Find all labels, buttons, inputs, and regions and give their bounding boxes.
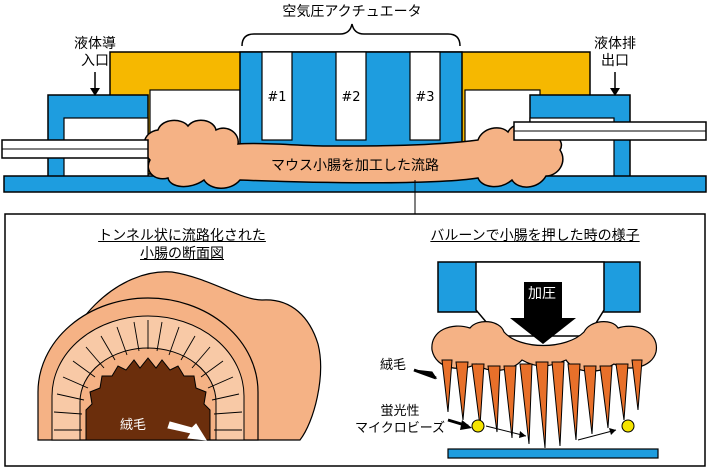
left-panel-title-line-1: トンネル状に流路化された [98,228,266,244]
outlet-arrow-head [610,88,620,96]
chamber-label-3: #3 [415,90,435,105]
right-villi-label: 絨毛 [380,358,407,373]
bead-motion-arrow-2 [577,429,617,441]
beads-label-line-2: マイクロビーズ [354,421,446,436]
balloon-press-diagram [413,261,659,459]
inlet-arrow-head [90,88,100,96]
lower-plate [447,448,659,459]
villi-fingers [441,359,643,449]
left-panel-title-line-2: 小腸の断面図 [140,246,224,262]
outlet-label-line-1: 液体排 [594,36,636,52]
actuator-brace [241,23,461,47]
bead-motion-arrow-1-head [519,431,526,438]
villi-pointer-arrow [167,421,207,441]
pressure-label: 加圧 [528,286,556,302]
bead-motion-arrow-2-head [609,428,616,435]
outlet-label-line-2: 出口 [601,53,629,69]
chamber-1 [261,51,293,141]
actuator-label: 空気圧アクチュエータ [282,4,422,20]
villi-ring [51,315,245,441]
left-villi-label: 絨毛 [120,418,147,433]
pressure-arrow [510,282,576,344]
detail-frame [4,213,706,467]
chamber-2 [335,51,367,141]
chamber-label-1: #1 [267,90,287,105]
beads-callout-head [460,420,472,430]
lumen [85,357,211,441]
channel-label: マウス小腸を加工した流路 [271,158,439,174]
right-panel-title: バルーンで小腸を押した時の様子 [430,228,640,244]
chamber-label-2: #2 [341,90,361,105]
bead-left [471,419,485,433]
intestine-cross-section [37,271,322,441]
beads-label-line-1: 蛍光性 [380,404,420,419]
inlet-label-line-1: 液体導 [74,36,116,52]
inlet-label-line-2: 入口 [81,53,109,69]
bead-motion-arrow-1 [485,425,527,437]
bead-right [621,419,635,433]
device-cross-section [1,23,707,215]
villi-spokes [53,320,243,431]
chamber-3 [409,51,441,141]
villi-callout-shaft [413,368,437,380]
